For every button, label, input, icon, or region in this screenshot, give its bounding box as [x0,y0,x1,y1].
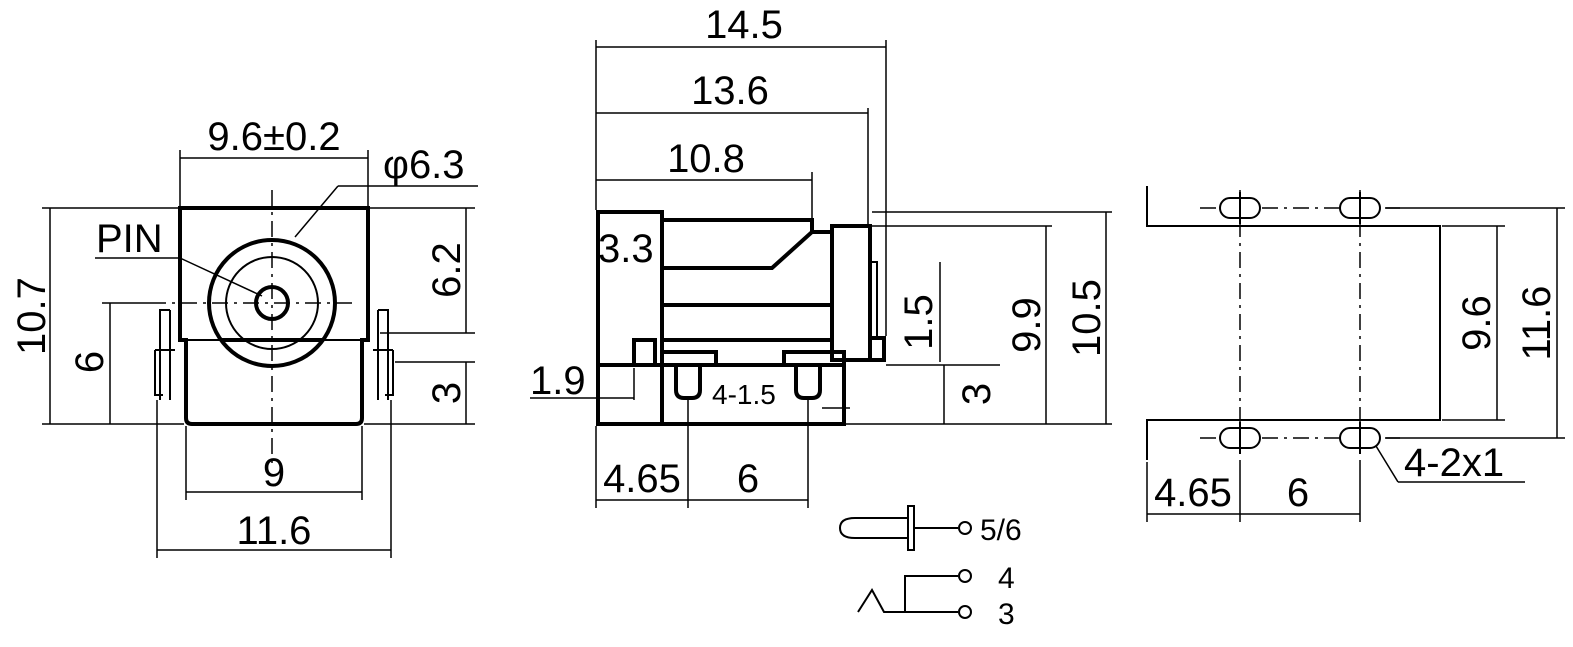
side-rear-block [830,224,872,362]
dim-1-9: 1.9 [530,359,586,403]
leader-line [1375,445,1399,483]
front-right-clip [373,349,394,396]
side-pin-1 [674,365,702,400]
dim-bottom-11-6: 11.6 [237,509,312,553]
dim-right-3: 3 [425,382,469,404]
terminal-4: 4 [998,562,1015,595]
dim-side-4-65: 4.65 [603,457,681,501]
terminal-circle [958,569,972,583]
dim-side-3: 3 [955,383,999,405]
side-notch-mid [660,350,718,365]
front-left-clip [154,349,175,396]
dim-3-3: 3.3 [598,227,654,271]
schematic: 5/6 4 3 [838,505,1022,631]
dim-13-6: 13.6 [691,69,769,113]
terminal-5-6: 5/6 [980,514,1022,547]
front-right-terminal [377,309,389,400]
pin-label: PIN [96,217,163,261]
side-body-lower [662,232,834,342]
dim-right-6-2: 6.2 [425,242,469,298]
front-view: 9.6±0.2 φ6.3 PIN 10.7 6 6.2 3 9 [10,115,478,558]
dim-bottom-9: 9 [263,451,285,495]
terminal-circle [958,605,972,619]
footprint-view: 9.6 11.6 4-2x1 4.65 6 [1146,186,1565,522]
schematic-spring-contact [857,588,958,613]
side-barrel-top [662,218,814,270]
dim-height-total: 10.7 [10,277,54,355]
terminal-circle [958,521,972,535]
dim-width-top: 9.6±0.2 [207,115,340,159]
leader-line [179,257,263,297]
side-rear-step [868,336,886,362]
side-notch-right [782,350,846,365]
dim-fp-6: 6 [1287,471,1309,515]
dim-10-8: 10.8 [667,137,745,181]
dim-9-6: 9.6 [1455,295,1499,351]
leader-line [294,185,339,238]
front-outer-ring [207,238,337,368]
dim-side-6: 6 [737,457,759,501]
side-view: 4-1.5 14.5 13.6 10.8 3.3 1.9 9.9 10.5 1.… [530,3,1112,508]
dim-14-5: 14.5 [705,3,783,47]
schematic-pin-symbol [838,517,909,539]
side-barrel-mid [662,220,834,307]
dim-height-6: 6 [68,351,112,373]
dim-4-1-5: 4-1.5 [712,379,776,410]
side-notch-left [632,338,657,365]
front-body-outline [178,206,370,426]
front-left-terminal [159,309,171,400]
front-mid-ring [225,256,319,350]
dim-1-5: 1.5 [897,294,941,350]
side-pin-2 [794,365,822,400]
dim-fp-4-65: 4.65 [1154,471,1232,515]
dim-10-5: 10.5 [1065,279,1109,357]
footprint-outline [1146,186,1441,460]
schematic-wire [904,575,958,612]
dim-fp-11-6: 11.6 [1515,286,1559,361]
terminal-3: 3 [998,598,1015,631]
schematic-pin-flange [907,505,915,551]
side-base [598,363,846,426]
dim-9-9: 9.9 [1005,297,1049,353]
dim-diameter: φ6.3 [383,143,465,187]
dim-4-2x1: 4-2x1 [1404,441,1504,485]
